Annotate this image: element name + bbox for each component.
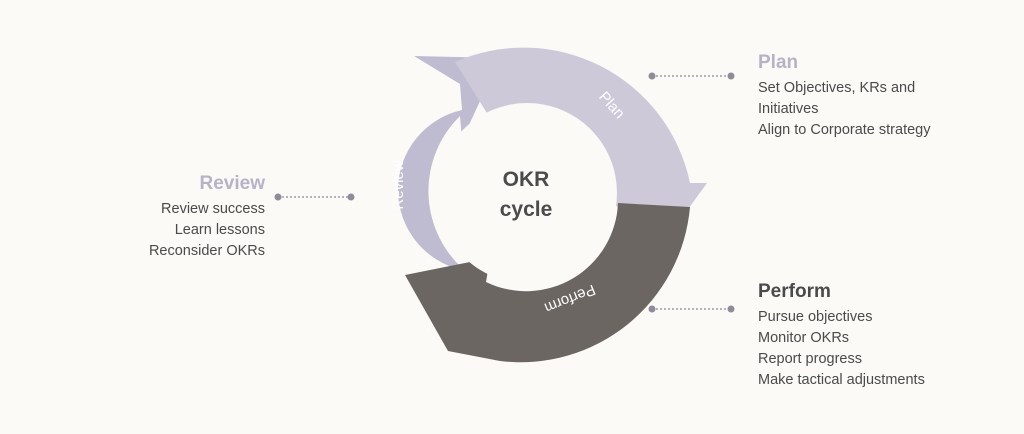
center-title-line2: cycle	[500, 198, 553, 221]
review-line: Reconsider OKRs	[148, 243, 265, 259]
plan-line: Align to Corporate strategy	[758, 122, 931, 138]
perform-line: Monitor OKRs	[758, 330, 850, 346]
plan-arc	[455, 47, 707, 253]
perform-heading: Perform	[758, 281, 831, 302]
center-title-line1: OKR	[503, 168, 550, 191]
center-circle	[437, 103, 617, 283]
review-heading: Review	[199, 173, 265, 194]
leader-perform	[648, 305, 735, 313]
plan-heading: Plan	[758, 52, 799, 73]
perform-line: Pursue objectives	[758, 309, 873, 325]
plan-line: Initiatives	[758, 101, 819, 117]
plan-line: Set Objectives, KRs and	[758, 80, 916, 96]
review-arc	[397, 56, 500, 332]
review-line: Review success	[161, 201, 265, 217]
review-description: Review Review success Learn lessons Reco…	[0, 172, 265, 262]
plan-description: Plan Set Objectives, KRs and Initiatives…	[758, 51, 930, 141]
perform-line: Report progress	[758, 351, 862, 367]
review-line: Learn lessons	[174, 222, 265, 238]
perform-description: Perform Pursue objectives Monitor OKRs R…	[758, 280, 925, 391]
perform-arc	[405, 203, 690, 363]
perform-line: Make tactical adjustments	[758, 372, 925, 388]
leader-review	[274, 193, 355, 201]
ring-label-review: Review	[390, 160, 407, 209]
leader-plan	[648, 72, 735, 80]
